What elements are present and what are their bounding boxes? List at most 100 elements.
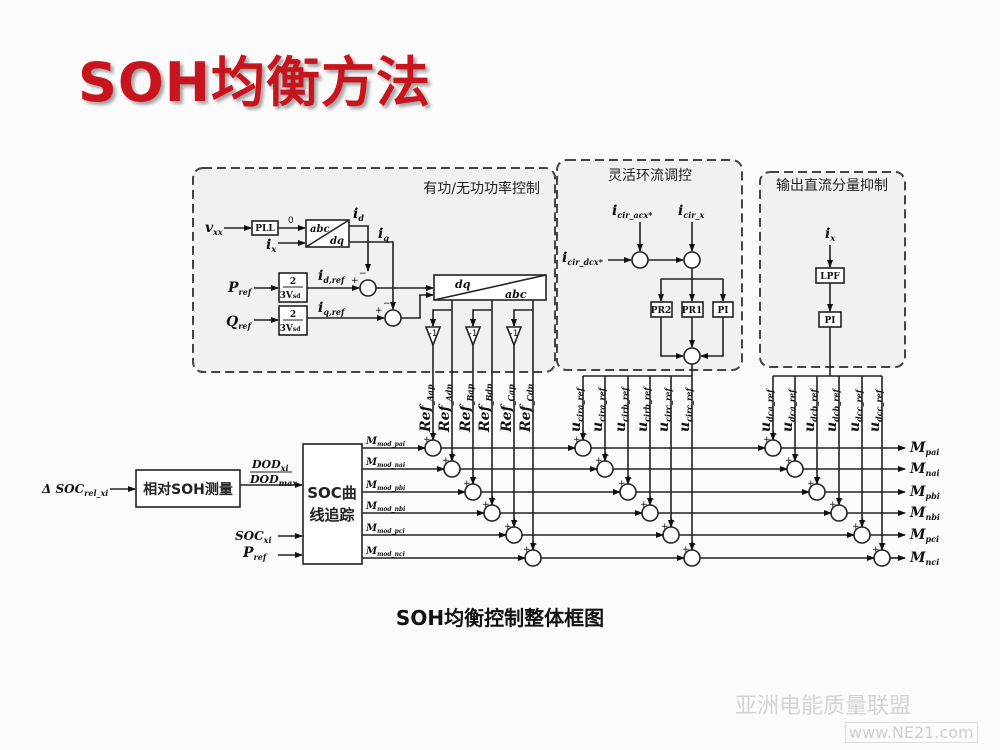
sign: + [463,479,471,489]
sign: + [661,522,669,532]
watermark: 亚洲电能质量联盟 [735,694,912,719]
output-label: Mpci [909,527,939,544]
id-ref-label: id,ref [318,268,346,285]
cir-signal-label: ucirb_ref [635,386,652,432]
sign: + [689,540,697,550]
cir-signal-label: ucirc_ref [656,387,673,432]
sum-junction-cir1 [631,251,649,269]
output-label: Mnai [909,461,940,478]
ref-signal-label: Ref_Bdn [477,383,494,433]
power-control-group [192,167,556,373]
pr2-label: PR2 [651,306,672,316]
soc-xi-label: SOCxi [235,529,271,545]
inverter-triangle [464,326,482,348]
i-x-label: ix [266,237,276,254]
p-ref-soc-label: Pref [242,545,268,562]
sign: + [580,430,588,440]
dc-signal-label: udcc_ref [867,388,884,432]
mod-output-label: Mmod_pci [365,523,405,535]
sign: + [430,430,438,440]
relative-soh-label: 相对SOH测量 [143,481,233,498]
pll-label: PLL [255,224,275,234]
sign: + [785,456,793,466]
sign: + [423,435,431,445]
inverter-triangle [505,326,523,348]
pi-label-cir: PI [718,306,729,316]
ref-signal-label: Ref_Cdn [518,383,535,433]
ref-signal-label: Ref_Bap [458,383,475,433]
ref-signal-label: Ref_Aap [418,384,435,433]
sign: + [668,517,676,527]
sum-junction-d [359,279,377,297]
park-abc: abc [310,224,330,235]
sign: + [573,435,581,445]
i-cir-acx-label: icir_acx* [612,203,653,220]
sign: + [511,517,519,527]
delta-soc-label: Δ SOCrel_xi [41,482,108,498]
dc-signal-label: udca_ref [758,388,775,432]
sign: + [807,479,815,489]
sign: − [792,451,800,461]
dc-signal-label: udca_ref [780,388,797,432]
ref-signal-label: Ref_Adn [437,384,454,433]
sum-junction-cir2 [683,251,701,269]
i-cir-x-label: icir_x [678,203,704,220]
output-label: Mnci [909,550,939,567]
output-label: Mpai [909,440,939,457]
sign: − [879,540,887,550]
sign: + [504,522,512,532]
lpf-label: LPF [820,272,840,282]
sign: + [640,500,648,510]
soc-block-line2: 线追踪 [309,506,354,524]
i-x-dc-label: ix [825,226,835,243]
sign: + [814,474,822,484]
sign: + [523,545,531,555]
sign: + [859,517,867,527]
relative-soh-measurement-block [135,469,241,508]
mod-output-label: Mmod_pbi [365,480,406,492]
sum-junction-q [384,309,402,327]
mod-output-label: Mmod_nbi [365,501,406,513]
output-label: Mpbi [909,484,940,501]
v-xx-label: vxx [205,220,223,237]
ref-signal-label: Ref_Cap [499,384,516,433]
dc-signal-label: udcc_ref [847,388,864,432]
dc-signal-label: udcb_ref [824,387,841,432]
i-cir-dcx-label: icir_dcx* [562,250,604,267]
sign: + [602,451,610,461]
inverter-gain: -1 [510,329,519,339]
sign: + [618,479,626,489]
slide-title: SOH均衡方法 [78,51,431,114]
gain-den: 3Vsd [280,324,302,334]
power-control-title: 有功/无功功率控制 [423,180,540,197]
sign: + [351,276,359,286]
invpark-dq: dq [455,278,471,291]
cir-signal-label: ucirc_ref [677,387,694,432]
sign: + [482,500,490,510]
dod-den: DODmax [249,473,297,488]
inverter-triangle [424,326,442,348]
circulating-control-title: 灵活环流调控 [608,168,692,184]
gain-num: 2 [290,277,296,287]
watermark-site: www.NE21.com [845,722,978,743]
cir-signal-label: ucira_ref [568,386,585,432]
sign: + [530,540,538,550]
sign: + [770,430,778,440]
sign: + [763,435,771,445]
q-ref-label: Qref [226,314,253,331]
sign: + [442,456,450,466]
invpark-abc: abc [505,288,527,301]
iq-label: iq [378,226,389,243]
cir-signal-label: ucirb_ref [613,386,630,432]
cir-signal-label: ucira_ref [590,386,607,432]
gain-den: 3Vsd [280,291,302,301]
park-dq: dq [330,236,344,247]
dc-suppression-title: 输出直流分量抑制 [776,177,888,194]
sign: − [836,495,844,505]
diagram-caption: SOH均衡控制整体框图 [395,606,605,630]
sign: + [872,545,880,555]
dod-num: DODxi [251,458,288,473]
mod-output-label: Mmod_nai [365,457,406,469]
sign: + [470,474,478,484]
